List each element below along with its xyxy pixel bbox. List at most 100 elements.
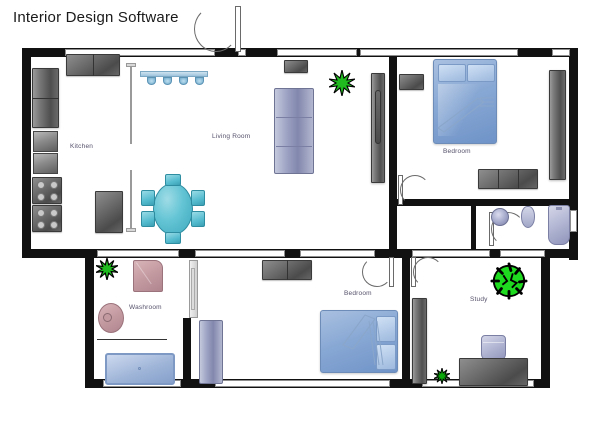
bed-fold-icon — [437, 97, 494, 133]
dining-chair[interactable] — [191, 190, 205, 206]
burner-icon — [50, 221, 58, 229]
wall-nub-bath-left — [471, 206, 476, 252]
sofa-bench[interactable] — [478, 169, 538, 189]
door-study-leaf[interactable] — [411, 257, 416, 287]
dining-table[interactable] — [153, 183, 193, 235]
rail-cap-icon — [126, 63, 136, 67]
bathroom-sink[interactable] — [491, 208, 509, 226]
dining-chair[interactable] — [165, 174, 181, 186]
wall-bedroom2-study — [402, 252, 410, 388]
kitchen-sink[interactable] — [33, 131, 58, 152]
bed-fold-icon — [342, 314, 384, 366]
window-mid-1 — [300, 250, 375, 257]
wall-living-bedroom — [389, 52, 397, 249]
wall-mid-horizontal — [22, 249, 570, 258]
tv-console-divider — [287, 260, 288, 280]
rail-cap-icon — [126, 228, 136, 232]
window-top-1 — [65, 49, 215, 56]
kitchen-partition-rail-2 — [130, 170, 132, 232]
room-label-bedroom-2: Bedroom — [344, 290, 372, 297]
door-study-arc — [413, 257, 443, 287]
pendant-light-bar[interactable] — [140, 71, 208, 77]
bed-sheet — [438, 84, 493, 136]
stove-top-2[interactable] — [32, 205, 62, 232]
room-label-study: Study — [470, 296, 488, 303]
room-label-kitchen: Kitchen — [70, 143, 94, 150]
mirror-inner — [375, 90, 381, 144]
kitchen-partition-rail — [130, 66, 132, 144]
chair-back-line — [483, 342, 504, 343]
double-bed[interactable] — [433, 59, 497, 144]
basin-drain-icon — [103, 313, 112, 322]
window-mid-4 — [97, 250, 179, 257]
mirror-cabinet-inner — [191, 268, 195, 310]
burner-icon — [50, 193, 58, 201]
wall-bedroom-bath — [389, 199, 571, 206]
pillow — [438, 64, 466, 82]
room-label-bedroom-1: Bedroom — [443, 148, 471, 155]
page-title: Interior Design Software — [13, 9, 179, 26]
door-bedroom1-arc — [400, 175, 430, 205]
kitchen-sink-2[interactable] — [33, 153, 58, 174]
burner-icon — [50, 181, 58, 189]
dining-chair[interactable] — [191, 211, 205, 227]
dining-chair[interactable] — [141, 190, 155, 206]
door-bedroom2-arc — [362, 257, 392, 287]
wall-right-lower — [541, 252, 550, 388]
burner-icon — [37, 181, 45, 189]
door-bedroom1-leaf[interactable] — [398, 175, 403, 205]
window-mid-5 — [195, 250, 285, 257]
wall-right-outer — [569, 48, 578, 260]
room-label-living: Living Room — [212, 133, 251, 140]
laundry-bag[interactable] — [133, 260, 163, 292]
sofa-divider — [498, 169, 499, 189]
wall-washroom-bedroom2 — [183, 318, 191, 388]
bathtub[interactable] — [548, 205, 570, 245]
stove-top[interactable] — [32, 177, 62, 204]
window-top-2 — [238, 49, 246, 56]
burner-icon — [50, 209, 58, 217]
counter-unit[interactable] — [95, 191, 123, 233]
potted-plant-icon — [96, 258, 118, 280]
dining-chair[interactable] — [141, 211, 155, 227]
bathtub-faucet-icon — [556, 207, 562, 210]
pillow — [467, 64, 495, 82]
washroom-counter-line — [97, 339, 167, 340]
burner-icon — [37, 209, 45, 217]
shelf-divider — [276, 117, 312, 118]
office-chair[interactable] — [481, 335, 506, 361]
shelf-divider — [276, 146, 312, 147]
burner-icon — [37, 193, 45, 201]
wardrobe[interactable] — [412, 298, 427, 384]
door-entrance-arc — [194, 6, 238, 52]
nightstand[interactable] — [399, 74, 424, 90]
window-top-4 — [360, 49, 518, 56]
pendant-lamp-icon — [147, 77, 156, 85]
window-right-bath — [570, 210, 577, 232]
window-mid-3 — [500, 250, 545, 257]
tv-console[interactable] — [284, 60, 308, 73]
window-mid-2 — [412, 250, 490, 257]
double-bed[interactable] — [320, 310, 398, 373]
pendant-lamp-icon — [179, 77, 188, 85]
window-top-5 — [552, 49, 570, 56]
refrigerator-divider — [32, 98, 59, 99]
pendant-lamp-icon — [195, 77, 204, 85]
display-shelf[interactable] — [274, 88, 314, 174]
kitchen-cabinet-divider — [93, 54, 94, 76]
burner-icon — [37, 221, 45, 229]
desk[interactable] — [459, 358, 528, 386]
wall-left-lower — [85, 252, 94, 388]
dining-chair[interactable] — [165, 232, 181, 244]
wardrobe-washroom[interactable] — [199, 320, 223, 384]
potted-plant-large-icon — [490, 262, 528, 300]
toilet[interactable] — [521, 206, 535, 228]
potted-plant-icon — [329, 70, 355, 96]
wardrobe[interactable] — [549, 70, 566, 180]
potted-plant-small-icon — [434, 368, 450, 384]
tub-drain-icon — [138, 367, 141, 370]
window-bottom-2 — [215, 380, 390, 387]
window-top-3 — [277, 49, 357, 56]
